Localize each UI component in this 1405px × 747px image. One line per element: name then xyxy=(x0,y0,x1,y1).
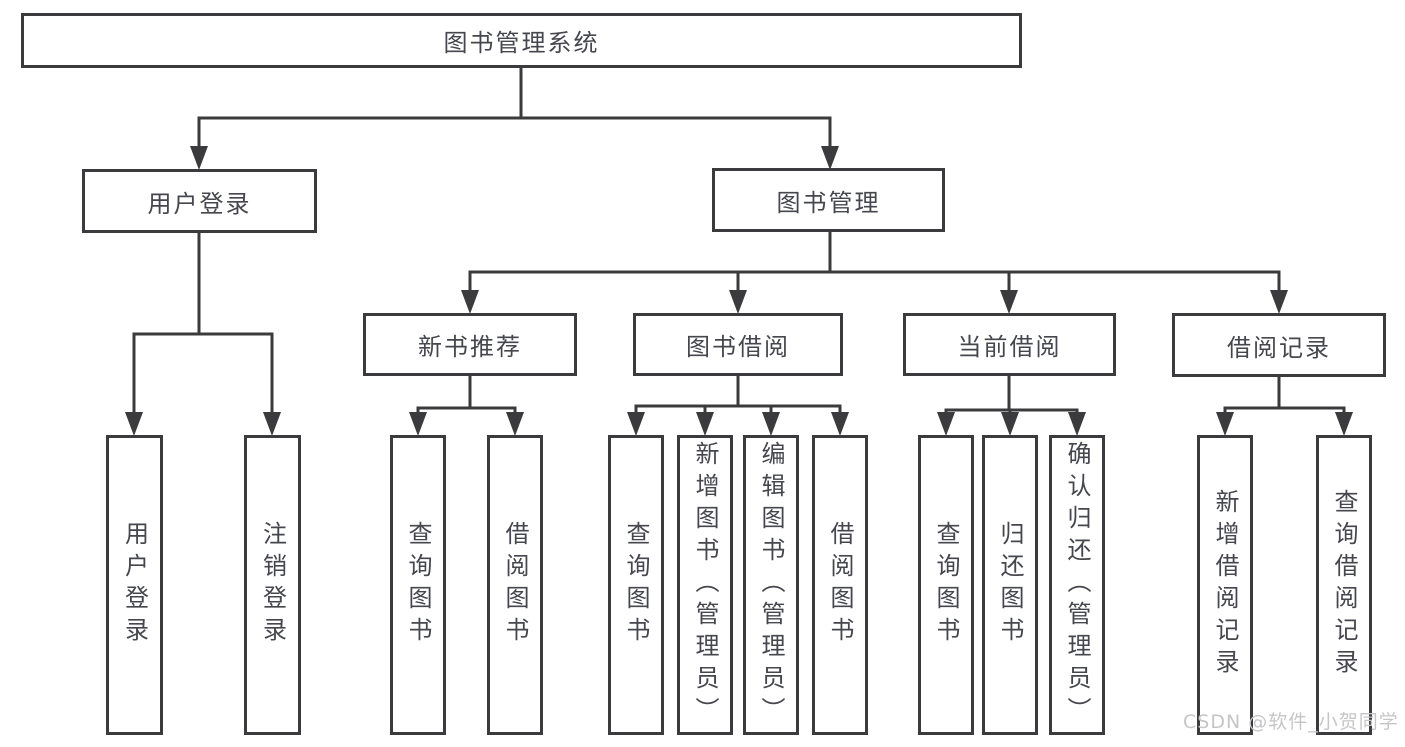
leaf-borrowing-query-books: 查询图书 xyxy=(608,435,664,735)
leaf-current-query-books: 查询图书 xyxy=(918,435,974,735)
leaf-borrowing-query-books-label: 查询图书 xyxy=(622,521,650,649)
leaf-records-query-record-label: 查询借阅记录 xyxy=(1330,489,1358,681)
leaf-newbooks-query-books: 查询图书 xyxy=(390,435,446,735)
node-user-login-label: 用户登录 xyxy=(147,189,252,218)
arrowheads xyxy=(125,146,1353,436)
csdn-watermark: CSDN @软件_小贺同学 xyxy=(1183,711,1399,733)
leaf-borrowing-add-books-admin: 新增图书（管理员） xyxy=(677,435,733,735)
leaf-newbooks-borrow-books: 借阅图书 xyxy=(487,435,543,735)
leaf-current-query-books-label: 查询图书 xyxy=(932,521,960,649)
leaf-records-query-record: 查询借阅记录 xyxy=(1316,435,1372,735)
leaf-user-login-label: 用户登录 xyxy=(120,521,149,649)
node-borrowing-records-label: 借阅记录 xyxy=(1227,333,1331,362)
leaf-borrowing-edit-books-admin-label: 编辑图书（管理员） xyxy=(757,441,785,729)
leaf-records-add-record-label: 新增借阅记录 xyxy=(1211,489,1239,681)
node-book-management: 图书管理 xyxy=(712,168,945,232)
node-current-borrowing: 当前借阅 xyxy=(903,313,1116,376)
leaf-current-return-books: 归还图书 xyxy=(982,435,1038,735)
leaf-current-confirm-return-admin: 确认归还（管理员） xyxy=(1049,435,1105,735)
leaf-current-confirm-return-admin-label: 确认归还（管理员） xyxy=(1063,441,1091,729)
leaf-current-return-books-label: 归还图书 xyxy=(996,521,1024,649)
leaf-user-login: 用户登录 xyxy=(106,435,163,735)
leaf-records-add-record: 新增借阅记录 xyxy=(1197,435,1253,735)
node-new-books-label: 新书推荐 xyxy=(418,333,522,361)
node-book-borrowing: 图书借阅 xyxy=(633,313,843,376)
leaf-borrowing-borrow-books-label: 借阅图书 xyxy=(826,521,854,649)
node-book-borrowing-label: 图书借阅 xyxy=(686,333,790,361)
leaf-borrowing-borrow-books: 借阅图书 xyxy=(812,435,868,735)
node-root-label: 图书管理系统 xyxy=(443,29,600,57)
node-book-management-label: 图书管理 xyxy=(776,188,881,217)
node-borrowing-records: 借阅记录 xyxy=(1172,313,1386,377)
leaf-borrowing-add-books-admin-label: 新增图书（管理员） xyxy=(691,441,719,729)
node-root: 图书管理系统 xyxy=(21,13,1022,68)
node-new-books: 新书推荐 xyxy=(363,313,577,376)
node-user-login: 用户登录 xyxy=(82,169,317,233)
leaf-newbooks-borrow-books-label: 借阅图书 xyxy=(501,521,529,649)
node-current-borrowing-label: 当前借阅 xyxy=(957,333,1062,361)
leaf-borrowing-edit-books-admin: 编辑图书（管理员） xyxy=(743,435,799,735)
leaf-newbooks-query-books-label: 查询图书 xyxy=(404,521,432,649)
leaf-logout-label: 注销登录 xyxy=(258,521,287,649)
leaf-logout: 注销登录 xyxy=(244,435,301,735)
